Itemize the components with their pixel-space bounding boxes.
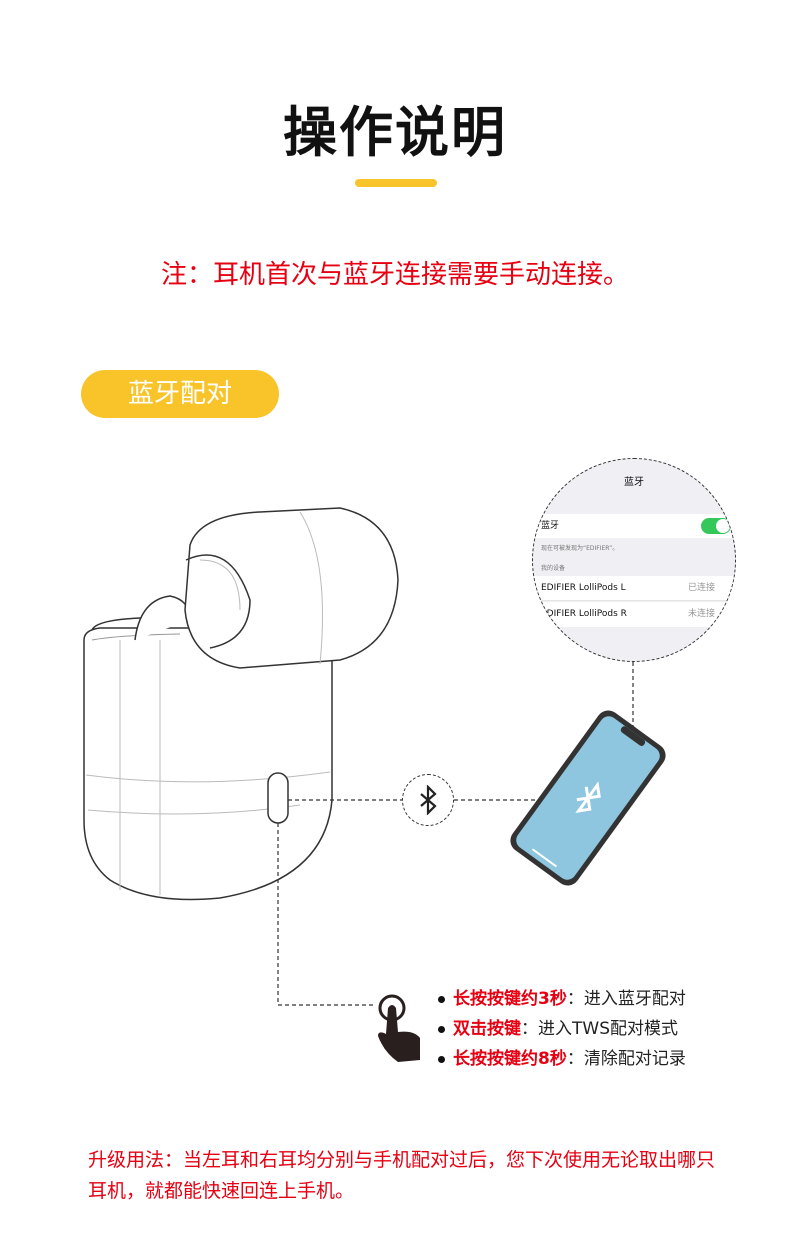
bluetooth-settings-magnifier: 蓝牙 蓝牙 现在可被发现为“EDIFIER”。 我的设备 EDIFIER Lol… bbox=[532, 458, 736, 662]
bluetooth-icon bbox=[420, 785, 437, 815]
bt-toggle-row[interactable]: 蓝牙 bbox=[533, 514, 735, 538]
device-status: 已连接 bbox=[687, 583, 715, 593]
bluetooth-icon bbox=[575, 781, 601, 813]
device-name: EDIFIER LolliPods L bbox=[541, 583, 626, 593]
instruction-item: 长按按键约8秒：清除配对记录 bbox=[438, 1044, 686, 1074]
instruction-action: 双击按键 bbox=[453, 1019, 521, 1039]
instruction-result: 进入TWS配对模式 bbox=[538, 1019, 678, 1039]
pairing-note: 注：耳机首次与蓝牙连接需要手动连接。 bbox=[160, 260, 629, 290]
instruction-item: 双击按键：进入TWS配对模式 bbox=[438, 1014, 686, 1044]
bullet-icon bbox=[438, 995, 445, 1003]
hand-tap-icon bbox=[378, 994, 420, 1062]
instruction-result: 清除配对记录 bbox=[583, 1049, 686, 1069]
separator: ： bbox=[521, 1019, 538, 1039]
my-devices-label: 我的设备 bbox=[541, 565, 566, 572]
page-title: 操作说明 bbox=[283, 101, 507, 164]
separator: ： bbox=[566, 1049, 584, 1069]
device-status: 未连接 bbox=[687, 609, 715, 619]
bluetooth-badge bbox=[402, 774, 454, 826]
button-instructions: 长按按键约3秒：进入蓝牙配对 双击按键：进入TWS配对模式 长按按键约8秒：清除… bbox=[438, 984, 686, 1074]
bt-screen-header: 蓝牙 bbox=[624, 477, 644, 488]
bt-toggle-switch[interactable] bbox=[701, 518, 731, 534]
instruction-result: 进入蓝牙配对 bbox=[583, 989, 686, 1009]
device-row[interactable]: EDIFIER LolliPods L 已连接 bbox=[533, 576, 735, 601]
smartphone-illustration bbox=[510, 710, 666, 886]
bt-toggle-label: 蓝牙 bbox=[541, 521, 560, 531]
device-name: EDIFIER LolliPods R bbox=[541, 609, 627, 619]
bullet-icon bbox=[438, 1055, 445, 1063]
instruction-action: 长按按键约8秒 bbox=[453, 1049, 567, 1069]
upgrade-usage-note: 升级用法：当左耳和右耳均分别与手机配对过后，您下次使用无论取出哪只耳机，就都能快… bbox=[88, 1149, 716, 1202]
separator: ： bbox=[566, 989, 584, 1009]
device-row[interactable]: EDIFIER LolliPods R 未连接 bbox=[533, 602, 735, 627]
bullet-icon bbox=[438, 1025, 445, 1033]
instruction-item: 长按按键约3秒：进入蓝牙配对 bbox=[438, 984, 686, 1014]
instruction-action: 长按按键约3秒 bbox=[453, 989, 567, 1009]
section-label: 蓝牙配对 bbox=[81, 370, 279, 418]
discoverable-text: 现在可被发现为“EDIFIER”。 bbox=[541, 545, 619, 552]
title-underline bbox=[355, 179, 437, 187]
